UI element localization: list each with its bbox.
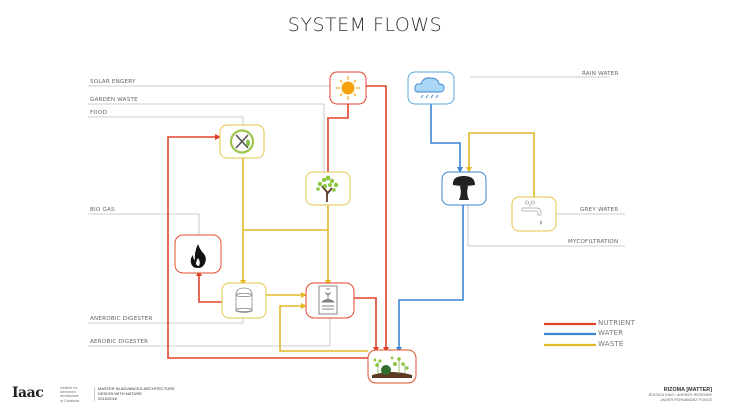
institute-line: institute for: [60, 386, 78, 390]
legend-label-waste: WASTE: [598, 340, 624, 348]
institute-name: institute for advanced architecture of C…: [60, 386, 90, 403]
label-anaerobic-digester: ANEROBIC DIGESTER: [90, 316, 153, 322]
flow-aerobic-to-garden: [354, 297, 379, 353]
node-food[interactable]: [219, 124, 265, 159]
legend-label-nutrient: NUTRIENT: [598, 319, 636, 327]
label-solar-energy: SOLAR ENGERY: [90, 79, 136, 85]
sun-icon: [336, 76, 360, 100]
leader-food: [88, 116, 244, 125]
project-name: RIZOMA [MATTER]: [663, 387, 712, 393]
fork-knife-icon: [229, 129, 255, 154]
node-solar[interactable]: [329, 71, 367, 105]
program-line: DESIGN WITH NATURE: [98, 390, 142, 396]
program-info: MASTER IN ADVANCED ARCHITECTURE DESIGN W…: [94, 386, 175, 402]
author-line: JESSICA DIAS / ANDRES RESENDE: [648, 393, 712, 397]
leader-garden-waste: [88, 103, 325, 172]
label-grey-water: GREY WATER: [580, 207, 619, 213]
node-rain[interactable]: [407, 71, 455, 105]
water-tap-icon: [521, 200, 542, 225]
node-anaerobic[interactable]: [221, 282, 267, 319]
waste-flows: [240, 132, 535, 352]
footer-right: RIZOMA [MATTER] JESSICA DIAS / ANDRES RE…: [648, 387, 712, 402]
nutrient-flows: [167, 85, 389, 359]
leader-myco: [467, 202, 625, 247]
label-bio-gas: BIO GAS: [90, 207, 115, 213]
compost-bin-icon: [318, 285, 338, 315]
legend: [544, 322, 596, 347]
author-line: JAVIER FERNANDEZ PONCE: [660, 397, 712, 402]
label-garden-waste: GARDEN WASTE: [90, 97, 138, 103]
flow-loop-to-aerobic: [279, 303, 368, 352]
label-mycofiltration: MYCOFILTRATION: [568, 239, 619, 245]
node-mushroom[interactable]: [441, 171, 487, 206]
flow-grey-to-mushroom: [466, 132, 535, 197]
flow-anaerobic-to-biogas: [196, 270, 226, 303]
iaac-logo: Iaac: [12, 385, 44, 401]
leader-biogas: [88, 213, 200, 235]
flow-solar-to-tree: [327, 104, 349, 172]
legend-label-water: WATER: [598, 329, 624, 337]
flow-loop-to-food: [167, 134, 380, 359]
label-leader-lines: [88, 76, 625, 347]
label-aerobic-digester: AEROBIC DIGESTER: [90, 339, 149, 345]
institute-line: of Catalonia: [60, 398, 80, 403]
rain-cloud-icon: [414, 77, 445, 99]
program-line: MASTER IN ADVANCED ARCHITECTURE: [98, 386, 175, 391]
mushroom-icon: [452, 176, 475, 200]
plants-soil-icon: [372, 356, 412, 378]
tree-icon: [316, 175, 339, 202]
node-aerobic[interactable]: [305, 282, 355, 319]
page-title: SYSTEM FLOWS: [287, 14, 443, 36]
flow-solar-to-garden: [366, 85, 389, 353]
label-rain-water: RAIN WATER: [582, 71, 619, 77]
leader-anaerobic: [88, 318, 244, 324]
label-food: FOOD: [90, 110, 108, 116]
institute-line: architecture: [60, 394, 79, 399]
flow-mushroom-to-garden: [396, 205, 464, 353]
node-tap[interactable]: [511, 196, 557, 232]
flame-icon: [190, 244, 206, 268]
program-line: 2015/2016: [98, 395, 117, 401]
node-biogas[interactable]: [174, 234, 222, 274]
node-tree[interactable]: [305, 171, 351, 206]
node-garden[interactable]: [367, 349, 417, 384]
flow-rain-to-mushroom: [430, 104, 463, 173]
institute-line: advanced: [60, 390, 76, 395]
water-flows: [396, 104, 464, 353]
digester-tank-icon: [235, 287, 253, 313]
